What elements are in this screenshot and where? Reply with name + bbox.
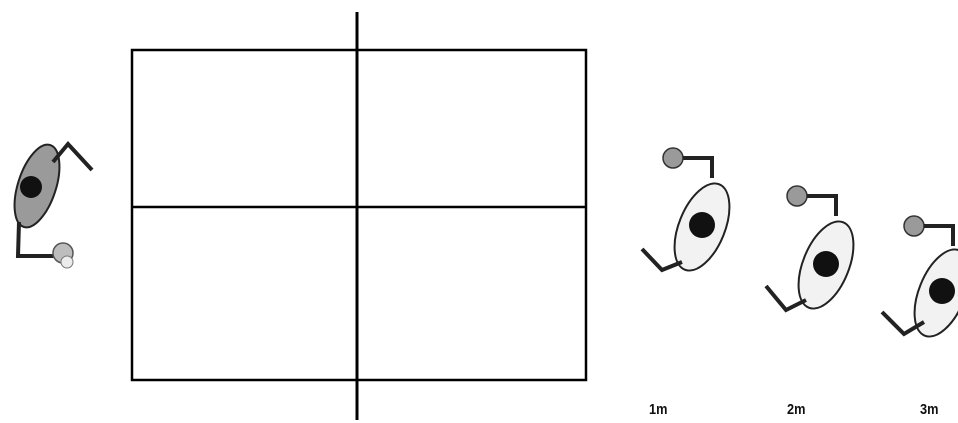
court xyxy=(132,12,586,420)
shuttlecock-icon xyxy=(61,256,73,268)
player-server xyxy=(6,139,92,268)
distance-label-1m: 1m xyxy=(649,401,667,418)
player-arm-upper xyxy=(807,196,836,216)
player-head xyxy=(813,251,839,277)
player-arm-upper xyxy=(924,226,953,246)
distance-label-3m: 3m xyxy=(920,401,938,418)
player-receiver-2m xyxy=(766,186,865,316)
player-head xyxy=(20,176,42,198)
distance-label-2m: 2m xyxy=(787,401,805,418)
player-head xyxy=(929,278,955,304)
player-head xyxy=(689,212,715,238)
racket-icon xyxy=(663,148,683,168)
player-receiver-3m xyxy=(882,216,958,344)
player-arm-upper xyxy=(683,158,712,178)
racket-icon xyxy=(787,186,807,206)
player-receiver-1m xyxy=(642,148,741,278)
court-boundary xyxy=(132,50,586,380)
racket-icon xyxy=(904,216,924,236)
